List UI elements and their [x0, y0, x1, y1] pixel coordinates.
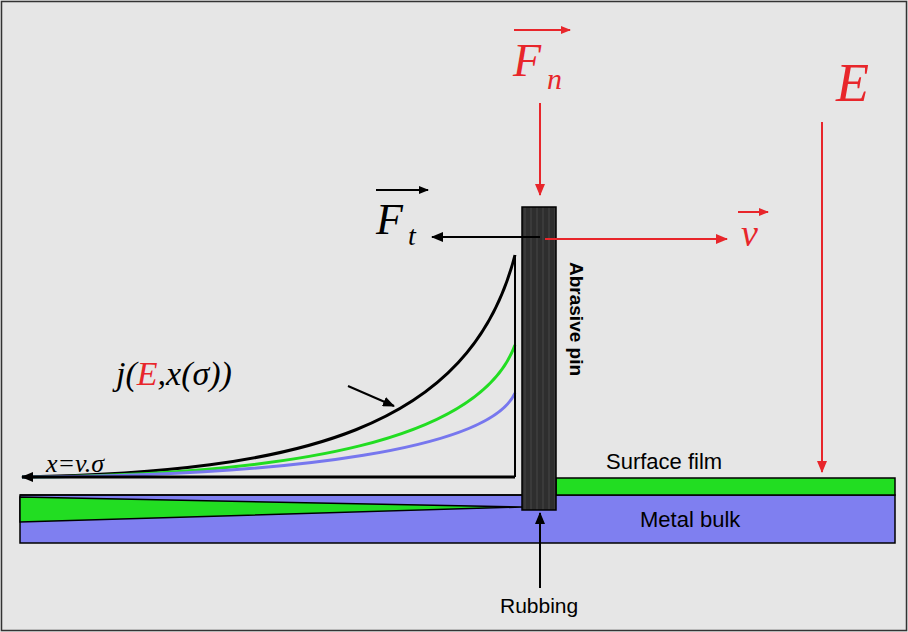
- velocity-arrow: [545, 238, 727, 240]
- vector-bar: [514, 29, 570, 31]
- force-subscript: n: [547, 64, 562, 94]
- vector-bar: [738, 211, 768, 213]
- function-text: j(: [116, 355, 137, 392]
- rubbing-label: Rubbing: [500, 595, 578, 616]
- metal-bulk-band: [20, 495, 895, 543]
- abrasive-pin: [522, 207, 556, 510]
- rubbing-arrow: [539, 513, 541, 588]
- layer-label: Metal bulk: [640, 509, 740, 531]
- layer-label: Surface film: [606, 451, 722, 473]
- force-symbol: F: [376, 198, 403, 242]
- tangential-force-arrow: [432, 236, 540, 238]
- field-arrow: [821, 122, 823, 472]
- function-label: j(E,x(σ)): [116, 357, 232, 391]
- velocity-symbol: v: [741, 214, 758, 252]
- axis-line: [514, 255, 516, 477]
- force-symbol: F: [513, 38, 541, 84]
- vector-bar: [376, 189, 428, 191]
- current-curve-blue: [22, 393, 515, 477]
- surface-film-band: [556, 478, 895, 495]
- leader-line: [348, 386, 394, 406]
- function-field: E: [137, 355, 158, 392]
- film-wedge: [20, 497, 522, 522]
- field-symbol: E: [836, 56, 869, 110]
- axis-label: x=v.σ: [46, 451, 104, 477]
- normal-force-arrow: [539, 103, 541, 195]
- force-subscript: t: [408, 222, 416, 250]
- pin-label: Abrasive pin: [567, 262, 586, 376]
- current-curve-black: [22, 255, 515, 477]
- current-curve-green: [22, 345, 515, 477]
- function-text: ,x(σ)): [158, 355, 232, 392]
